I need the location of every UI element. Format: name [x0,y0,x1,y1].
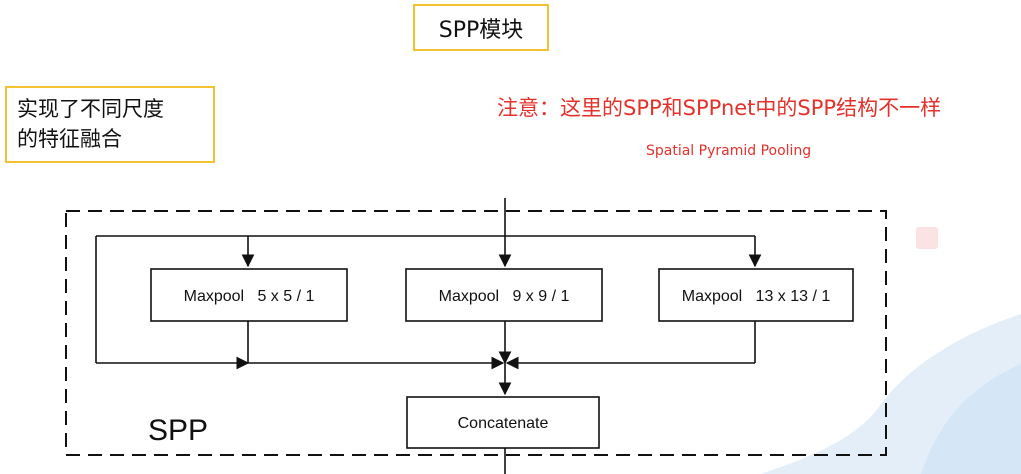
maxpool-box-1: Maxpool 5 x 5 / 1 [150,268,348,322]
spp-container-label: SPP [148,414,208,447]
page-title: SPP模块 [413,4,549,51]
maxpool-label-3: Maxpool 13 x 13 / 1 [682,288,831,305]
maxpool-box-3: Maxpool 13 x 13 / 1 [658,268,854,322]
maxpool-label-2: Maxpool 9 x 9 / 1 [439,288,570,305]
spp-full-name: Spatial Pyramid Pooling [646,143,812,159]
concatenate-label: Concatenate [458,415,549,432]
note-line-2: 的特征融合 [17,127,122,151]
maxpool-label-1: Maxpool 5 x 5 / 1 [184,288,315,305]
concatenate-box: Concatenate [406,396,600,449]
feature-fusion-note: 实现了不同尺度 的特征融合 [5,86,215,163]
note-line-1: 实现了不同尺度 [17,97,164,121]
small-pink-icon [916,227,938,249]
maxpool-box-2: Maxpool 9 x 9 / 1 [405,268,603,322]
warning-note: 注意：这里的SPP和SPPnet中的SPP结构不一样 [497,96,942,120]
page-title-text: SPP模块 [438,17,524,43]
spp-container [65,210,887,456]
